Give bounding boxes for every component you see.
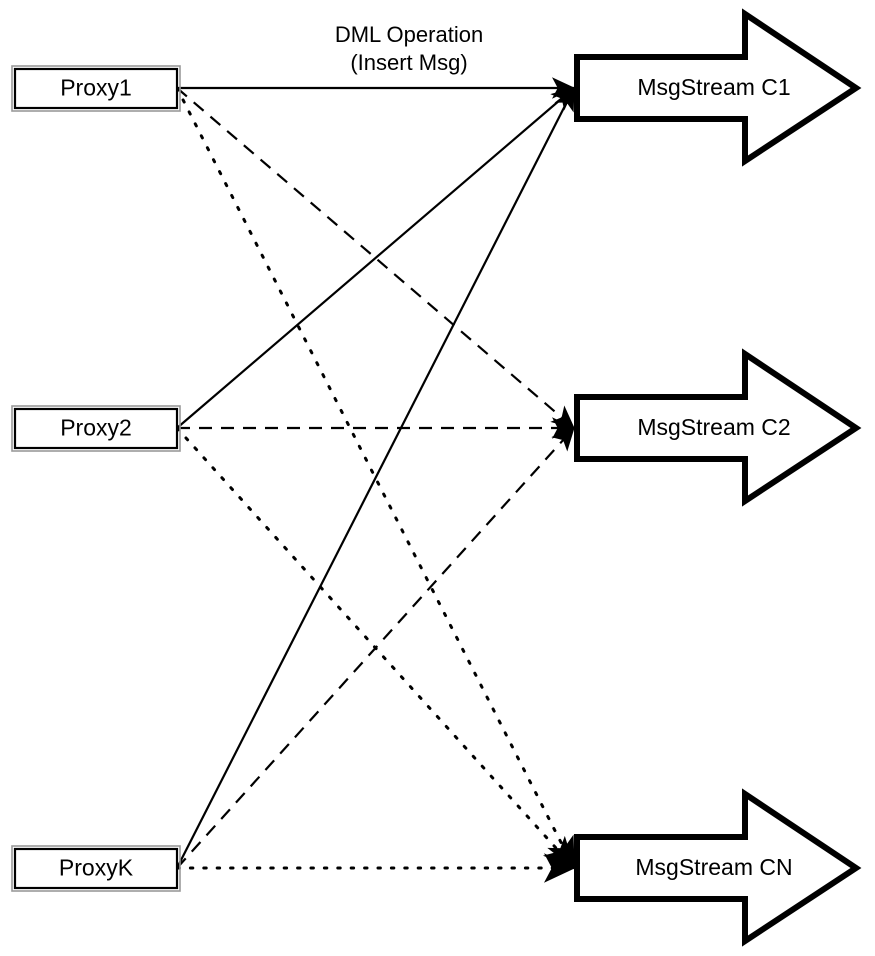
proxy-node-proxyk[interactable]: ProxyK <box>11 845 181 892</box>
proxy-label-proxyk: ProxyK <box>59 855 134 881</box>
proxy-box-proxyk <box>13 847 179 890</box>
proxy-label-proxy1: Proxy1 <box>60 75 132 101</box>
proxy-box-shadow-proxy2 <box>11 405 181 452</box>
proxy-box-proxy2 <box>13 407 179 450</box>
proxy-node-proxy2[interactable]: Proxy2 <box>11 405 181 452</box>
msgstream-arrows: MsgStream C1 MsgStream C2 MsgStream CN <box>574 8 862 947</box>
proxy-box-shadow-proxy1 <box>11 65 181 112</box>
link-proxy2-c1 <box>176 87 575 429</box>
edge-label-line-1: DML Operation <box>335 22 483 47</box>
connector-links <box>175 77 576 883</box>
msgstream-node-c1[interactable]: MsgStream C1 <box>574 8 862 167</box>
proxy-label-proxy2: Proxy2 <box>60 415 132 441</box>
proxy-boxes: Proxy1 Proxy2 ProxyK <box>11 65 181 892</box>
link-proxyk-c1 <box>176 87 575 869</box>
msgstream-label-c2: MsgStream C2 <box>637 414 790 440</box>
edge-annotation-dml-operation: DML Operation (Insert Msg) <box>335 22 483 75</box>
msgstream-arrow-shape-c1 <box>574 8 862 167</box>
msgstream-label-c1: MsgStream C1 <box>637 74 790 100</box>
msgstream-node-cn[interactable]: MsgStream CN <box>574 788 862 947</box>
msgstream-label-cn: MsgStream CN <box>635 854 792 880</box>
edge-label-line-2: (Insert Msg) <box>350 50 467 75</box>
proxy-box-proxy1 <box>13 67 179 110</box>
msgstream-arrow-shape-c2 <box>574 348 862 507</box>
msgstream-node-c2[interactable]: MsgStream C2 <box>574 348 862 507</box>
link-proxyk-c2 <box>176 427 575 869</box>
proxy-box-shadow-proxyk <box>11 845 181 892</box>
proxy-node-proxy1[interactable]: Proxy1 <box>11 65 181 112</box>
msgstream-arrow-shape-cn <box>574 788 862 947</box>
